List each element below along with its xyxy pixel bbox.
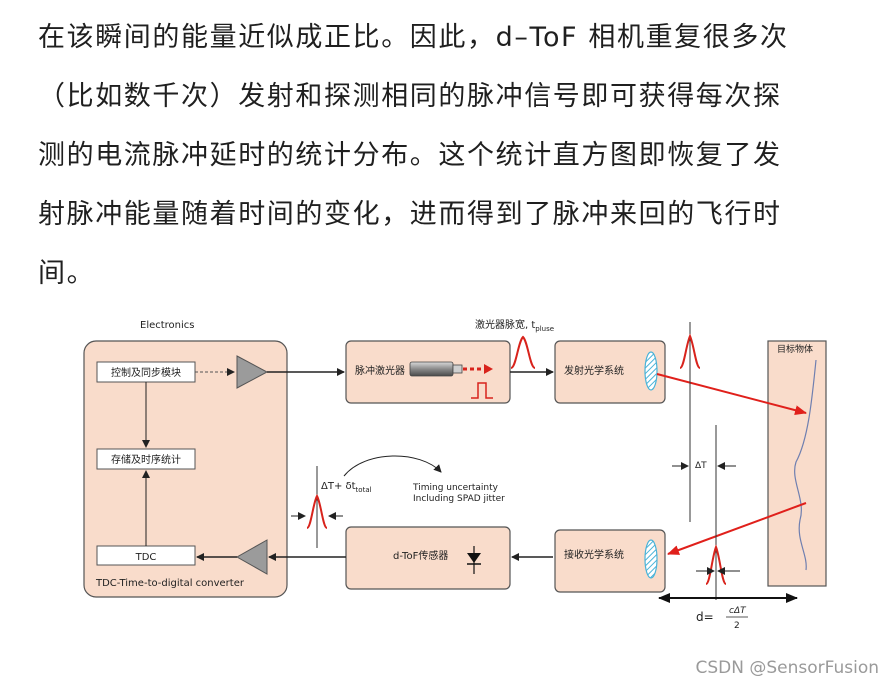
- spad-diode-icon: [467, 546, 481, 574]
- csdn-watermark: CSDN @SensorFusion: [695, 658, 879, 678]
- paragraph-line: 间。: [38, 258, 96, 289]
- rx-optics-box: [554, 529, 666, 593]
- paragraph-line: 测的电流脉冲延时的统计分布。这个统计直方图即恢复了发: [38, 140, 782, 171]
- timing-uncertainty-line2: Including SPAD jitter: [413, 494, 505, 504]
- laser-emitter-icon: [409, 361, 454, 377]
- dtof-sensor-box: [345, 526, 511, 590]
- electronics-label: Electronics: [140, 320, 195, 331]
- control-sync-label: 控制及同步模块: [111, 366, 181, 379]
- outgoing-beam: [656, 373, 807, 416]
- storage-stats-box: [96, 448, 196, 470]
- timing-uncertainty-arrow: [343, 455, 442, 477]
- laser-pulse-curve: [510, 335, 536, 369]
- receive-amplifier-icon: [235, 539, 268, 575]
- rx-lens-icon: [644, 539, 658, 579]
- storage-stats-label: 存储及时序统计: [111, 453, 181, 466]
- detected-pulse-curve: [306, 493, 328, 529]
- rx-optics-label: 接收光学系统: [564, 548, 624, 561]
- delta-t-label: ΔT: [695, 461, 707, 471]
- delta-t-total-label: ΔT+ δttotal: [321, 481, 372, 494]
- target-object-box: [767, 340, 827, 587]
- tx-lens-icon: [644, 351, 658, 391]
- dtof-sensor-label: d-ToF传感器: [393, 549, 448, 562]
- intro-paragraph: 在该瞬间的能量近似成正比。因此，d–ToF 相机重复很多次 （比如数千次）发射和…: [38, 8, 868, 303]
- emitted-pulse-curve: [679, 333, 701, 369]
- paragraph-line: 射脉冲能量随着时间的变化，进而得到了脉冲来回的飞行时: [38, 199, 782, 230]
- distance-denominator: 2: [734, 621, 740, 631]
- target-object-label: 目标物体: [777, 343, 813, 355]
- square-pulse-icon: [471, 382, 493, 399]
- paragraph-line: 在该瞬间的能量近似成正比。因此，d–ToF 相机重复很多次: [38, 22, 789, 53]
- tdc-label: TDC: [135, 552, 157, 563]
- tx-optics-box: [554, 340, 666, 404]
- paragraph-line: （比如数千次）发射和探测相同的脉冲信号即可获得每次探: [38, 81, 782, 112]
- tdc-caption: TDC-Time-to-digital converter: [95, 578, 245, 589]
- distance-formula: d=: [696, 610, 714, 624]
- pulse-laser-label: 脉冲激光器: [355, 364, 405, 377]
- distance-numerator: cΔT: [729, 606, 747, 616]
- driver-amplifier-icon: [236, 355, 269, 389]
- received-pulse-curve: [705, 544, 727, 585]
- tx-optics-label: 发射光学系统: [564, 364, 624, 377]
- target-surface-curve: [794, 359, 817, 571]
- timing-uncertainty-line1: Timing uncertainty: [412, 483, 499, 493]
- return-beam: [667, 502, 807, 555]
- pulse-width-label: 激光器脉宽, tpluse: [475, 318, 554, 333]
